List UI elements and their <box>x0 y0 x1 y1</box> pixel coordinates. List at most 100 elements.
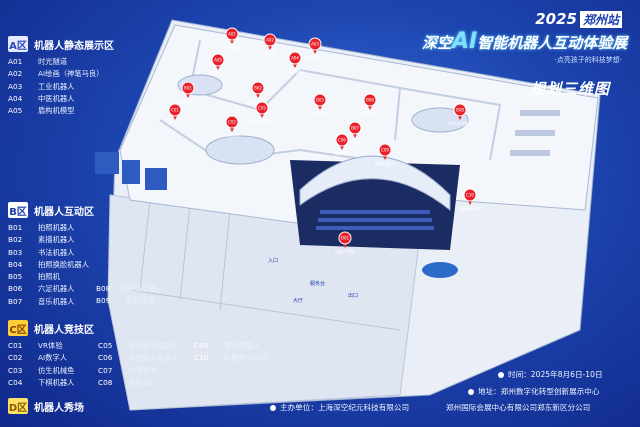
pin-label: 体感格斗 <box>334 150 350 156</box>
map-pin-b07: B07 音乐机器人 <box>345 121 365 144</box>
zone-a-title: 机器人静态展示区 <box>34 40 114 52</box>
seating-blocks <box>95 152 167 190</box>
pin-code: C09 <box>381 148 389 153</box>
platform-left <box>205 135 275 165</box>
title-text: 智能机器人互动体验展 <box>477 34 628 52</box>
tagline: ·点亮孩子的科技梦想· <box>554 56 622 64</box>
ai-text: AI <box>452 29 478 54</box>
map-pin-b02: B02 素描机器人 <box>248 81 268 104</box>
pin-label: 工业机器人 <box>305 54 325 60</box>
pin-code: B03 <box>316 98 324 103</box>
map-pin-c09: C09 雕画机器人 <box>375 143 395 166</box>
zone-c-title: 机器人竞技区 <box>34 324 94 336</box>
pin-label: 机器人秀场 <box>335 248 355 254</box>
pin-label: 素描机器人 <box>248 98 268 104</box>
brand-text: 深空 <box>422 34 453 52</box>
zone-b-badge: B区 <box>8 202 28 218</box>
pin-code: B08 <box>456 108 464 113</box>
pin-label: 手摇格斗机器人 <box>248 118 276 124</box>
pin-label: 雕画机器人 <box>375 160 395 166</box>
service-desk-label: 服务台 <box>310 280 325 287</box>
pin-code: A01 <box>228 32 236 37</box>
map-pin-c10: C10 机器狗运动会 <box>458 188 482 211</box>
lower-room-dividers <box>129 199 401 331</box>
year-text: 2025 <box>535 10 577 28</box>
pin-code: B02 <box>254 86 262 91</box>
zone-c-badge: C区 <box>8 320 28 336</box>
event-title: 深空AI智能机器人互动体验展 <box>422 29 627 54</box>
platform-lower <box>422 262 458 278</box>
map-pin-c05: C05 手摇格斗机器人 <box>248 101 276 124</box>
zone-b-title: 机器人互动区 <box>34 206 94 218</box>
event-address: 地址：郑州数字化转型创新展示中心 <box>468 386 600 397</box>
zone-d-badge: D区 <box>8 398 28 414</box>
pin-label: 音乐机器人 <box>345 138 365 144</box>
pin-label: AI数字人 <box>224 132 240 138</box>
pin-label: 盾构机模型 <box>208 70 228 76</box>
zone-d: D区 机器人秀场 <box>8 398 84 414</box>
pin-code: B06 <box>366 98 374 103</box>
entrance-label: 入口 <box>268 258 278 264</box>
map-pin-a05: A05 盾构机模型 <box>208 53 228 76</box>
city-tag: 郑州站 <box>579 11 622 28</box>
platform-right <box>411 107 469 133</box>
pin-code: C01 <box>171 108 179 113</box>
map-pin-a03: A03 工业机器人 <box>305 37 325 60</box>
right-benches <box>510 110 560 156</box>
plan-title: 规划三维图 <box>529 80 610 98</box>
hall-label: 大厅 <box>293 297 303 304</box>
pin-code: A03 <box>311 42 319 47</box>
pin-code: C05 <box>258 106 266 111</box>
event-time: 时间：2025年8月6日-10日 <box>498 369 603 380</box>
pin-code: C10 <box>466 193 474 198</box>
pin-label: 机器狗运动会 <box>458 205 482 211</box>
zone-d-title: 机器人秀场 <box>34 402 84 414</box>
organizer: 主办单位：上海深空纪元科技有限公司 <box>270 402 409 413</box>
pin-code: A04 <box>291 56 299 61</box>
bullet-icon <box>270 405 276 411</box>
pin-label: AI绘画 <box>264 50 276 56</box>
pin-code: A05 <box>214 58 222 63</box>
pin-label: 中医机器人 <box>285 68 305 74</box>
pin-code: A02 <box>266 38 274 43</box>
dome-stage <box>290 155 460 250</box>
pin-label: 拍照机器人 <box>178 98 198 104</box>
pin-code: B07 <box>351 126 359 131</box>
